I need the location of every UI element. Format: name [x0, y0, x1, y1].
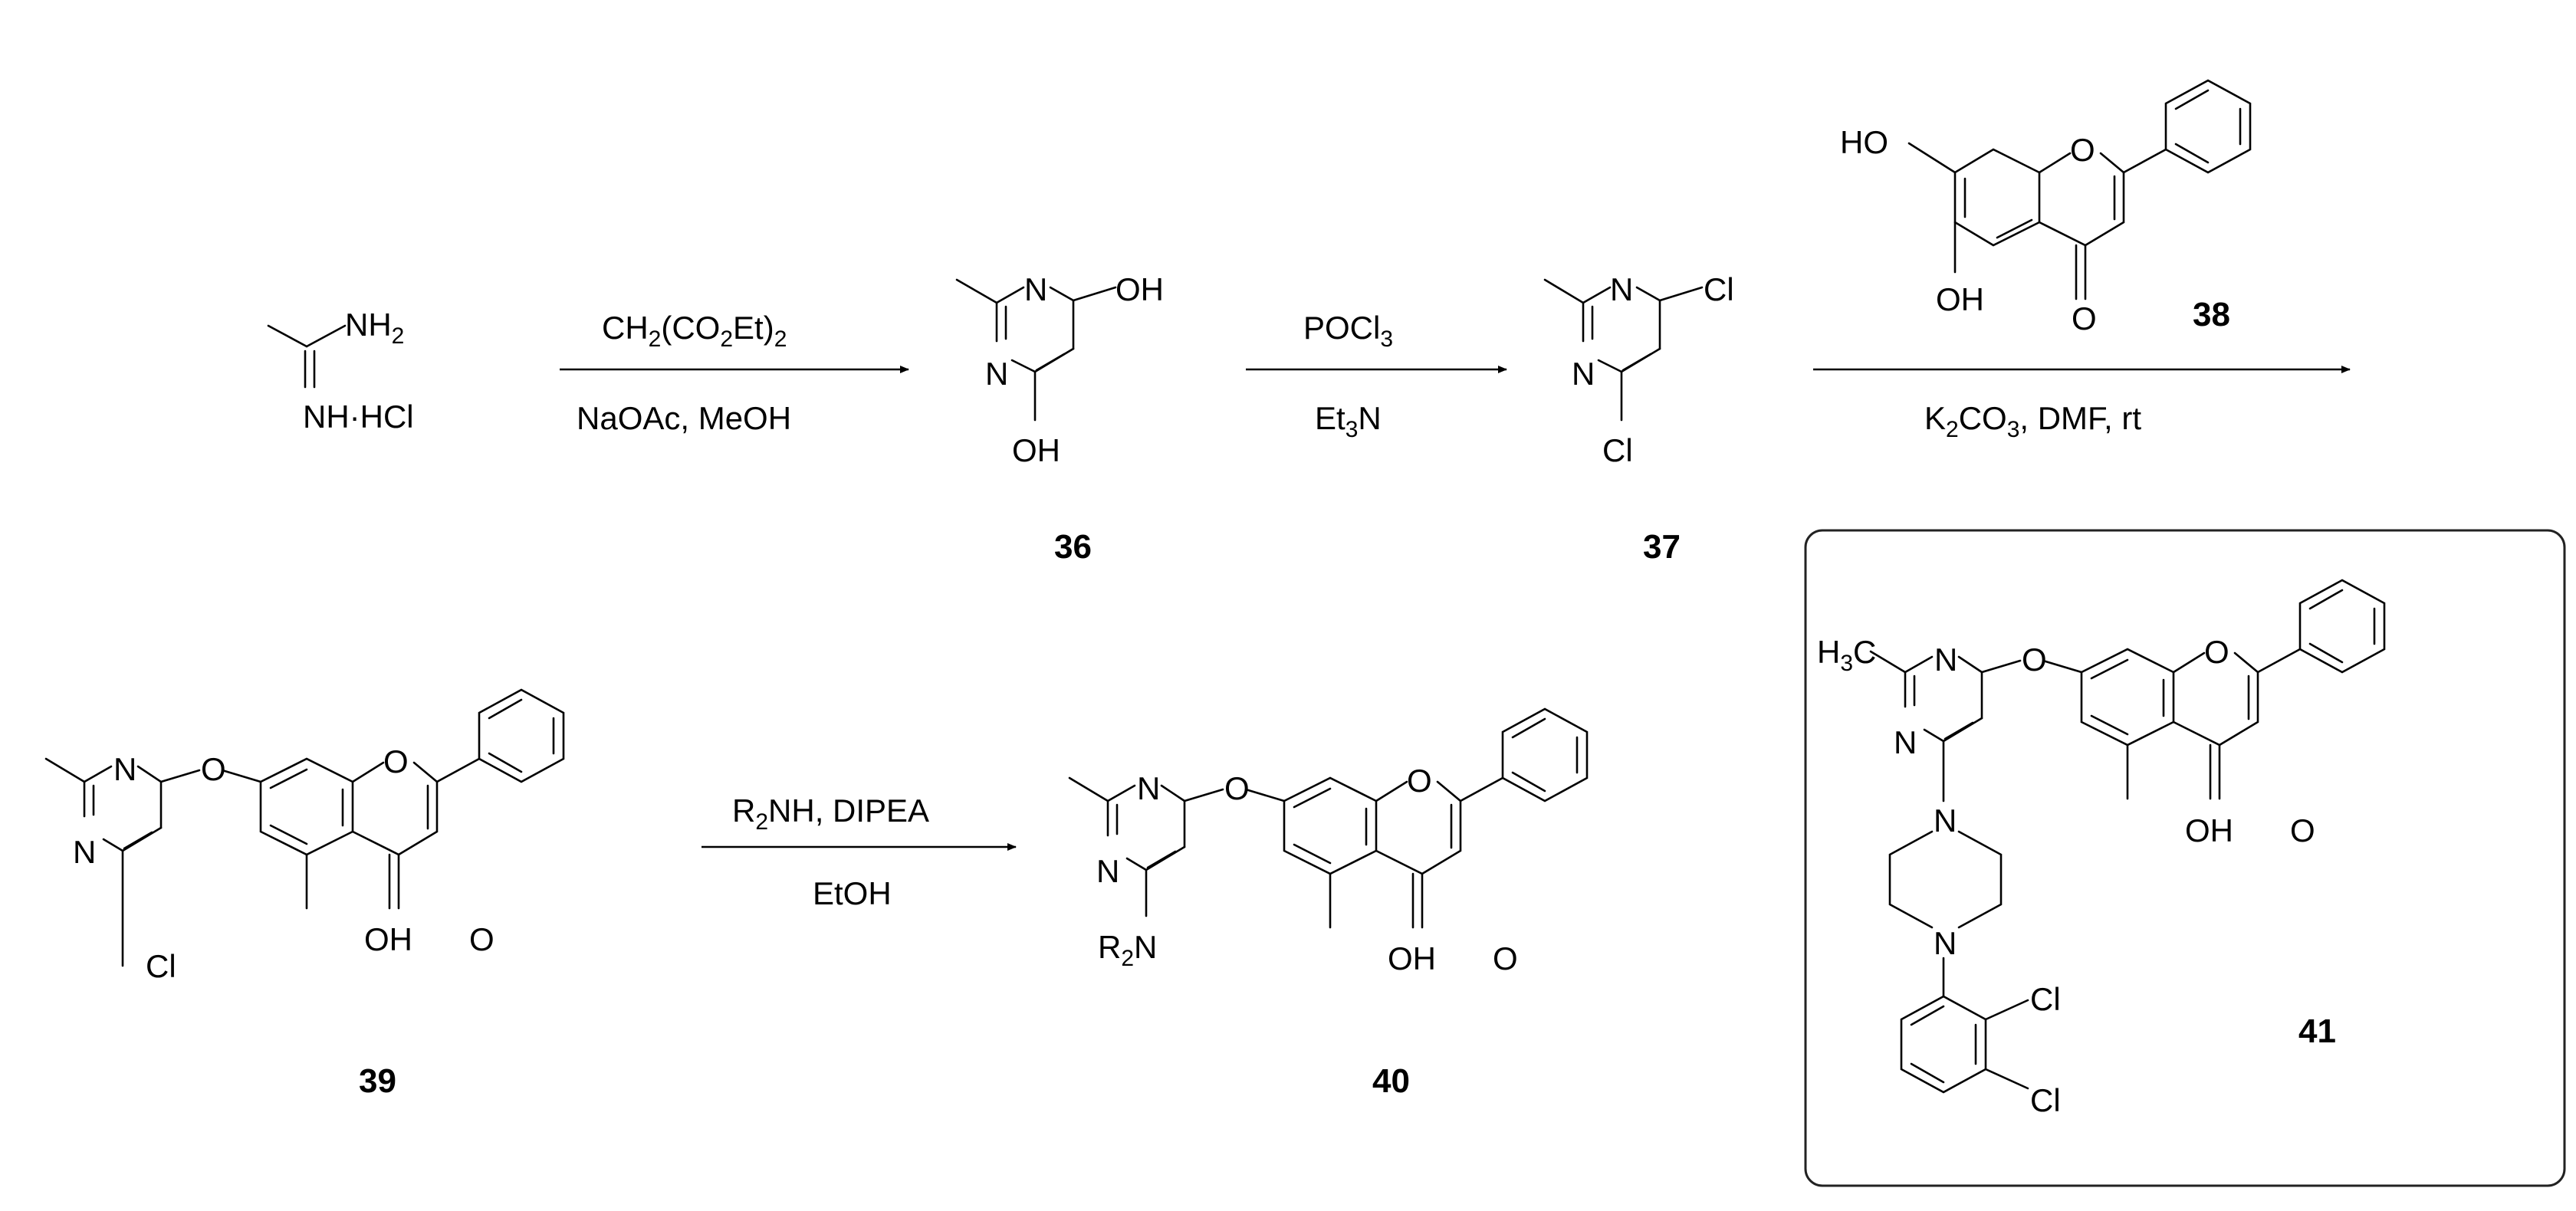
o-ring-39: O: [383, 743, 409, 779]
o-ring-38: O: [2070, 132, 2095, 168]
n-atom-37a: N: [1610, 271, 1633, 307]
o-ketone-41: O: [2290, 812, 2315, 848]
cl-41b: Cl: [2030, 1082, 2061, 1118]
n-atom-39b: N: [73, 834, 96, 870]
n-atom-41a: N: [1934, 642, 1957, 678]
arrow-step-1: CH2(CO2Et)2 NaOAc, MeOH: [560, 310, 909, 436]
compound-label-36: 36: [1054, 528, 1092, 566]
o-ketone-39: O: [469, 921, 495, 957]
ho-38: HO: [1840, 124, 1888, 160]
compound-label-39: 39: [359, 1062, 396, 1100]
oh-41: OH: [2185, 812, 2233, 848]
step3-reagent-bottom: K2CO3, DMF, rt: [1924, 400, 2141, 442]
oh-36b: OH: [1012, 432, 1060, 468]
compound-label-40: 40: [1372, 1062, 1410, 1100]
step1-reagent-bottom: NaOAc, MeOH: [577, 400, 791, 436]
o-ring-41: O: [2204, 634, 2229, 670]
n-atom-39a: N: [113, 751, 136, 787]
cl-37a: Cl: [1704, 271, 1734, 307]
compound-36-structure: N N OH OH 36: [955, 271, 1164, 566]
o-ring-40: O: [1407, 763, 1432, 799]
step2-reagent-top: POCl3: [1303, 310, 1393, 352]
compound-37-structure: N N Cl Cl 37: [1543, 271, 1734, 566]
o-ether-40: O: [1224, 770, 1250, 806]
n-atom-40a: N: [1137, 770, 1160, 806]
n-piperazine-41a: N: [1934, 802, 1957, 839]
oh-36a: OH: [1116, 271, 1164, 307]
compound-label-41: 41: [2298, 1012, 2336, 1050]
arrow-step-3: K2CO3, DMF, rt: [1813, 366, 2351, 442]
h3c-41: H3C: [1817, 634, 1876, 676]
oh-40: OH: [1388, 940, 1436, 976]
nh-hcl-text: NH·HCl: [303, 399, 414, 435]
acetamidine-hcl-structure: NH2 NH·HCl: [267, 307, 414, 435]
cl-39: Cl: [146, 948, 176, 984]
o-ketone-38: O: [2072, 300, 2097, 336]
step1-reagent-top: CH2(CO2Et)2: [602, 310, 787, 352]
compound-41-box: [1804, 529, 2566, 1187]
n-atom-40b: N: [1096, 853, 1119, 889]
nh2-text: NH2: [345, 307, 404, 349]
n-atom-36a: N: [1024, 271, 1047, 307]
compound-41-structure: H3C: [1817, 579, 2386, 1118]
r2n-40: R2N: [1098, 929, 1157, 971]
step4-reagent-top: R2NH, DIPEA: [732, 793, 929, 835]
compound-label-38: 38: [2193, 296, 2230, 333]
cl-41a: Cl: [2030, 981, 2061, 1017]
o-ketone-40: O: [1493, 940, 1518, 976]
arrow-step-4: R2NH, DIPEA EtOH: [702, 793, 1017, 911]
o-ether-41: O: [2022, 642, 2047, 678]
cl-37b: Cl: [1602, 432, 1633, 468]
n-atom-41b: N: [1894, 724, 1917, 760]
arrow-step-2: POCl3 Et3N: [1246, 310, 1507, 442]
compound-label-37: 37: [1643, 528, 1681, 566]
n-atom-36b: N: [985, 356, 1008, 392]
compound-38-structure: HO O OH O 38: [1840, 79, 2252, 336]
step2-reagent-bottom: Et3N: [1315, 400, 1382, 442]
compound-40-structure: N N O O R2N OH O 40: [1068, 707, 1589, 1100]
o-ether-39: O: [201, 751, 226, 787]
step4-reagent-bottom: EtOH: [813, 875, 892, 911]
n-piperazine-41b: N: [1934, 925, 1957, 961]
n-atom-37b: N: [1572, 356, 1595, 392]
compound-39-structure: N N O O Cl OH O 39: [44, 688, 565, 1100]
oh-39: OH: [364, 921, 412, 957]
oh-38: OH: [1936, 281, 1984, 317]
